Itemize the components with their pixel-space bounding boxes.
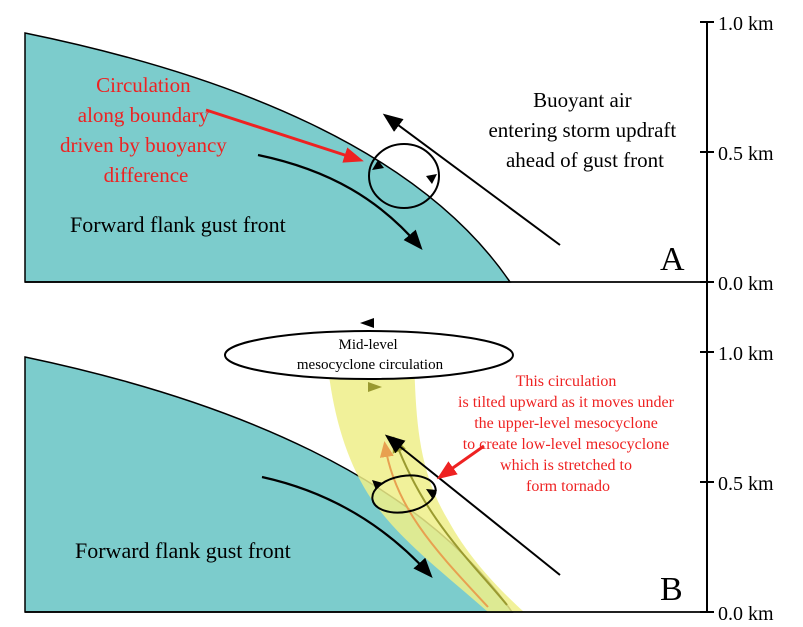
scale-label-a-top: 1.0 km — [718, 13, 774, 35]
mesocyclone-arrowhead-top — [360, 318, 374, 328]
updraft-arrow-orange — [379, 441, 489, 608]
circulation-label-line: along boundary — [78, 103, 210, 127]
low-circulation-arrowhead-left — [372, 480, 383, 490]
panel-b: Mid-level mesocyclone circulation This c… — [24, 318, 700, 613]
scale-label-a-bottom: 0.0 km — [718, 273, 774, 295]
updraft-band — [327, 358, 524, 612]
scale-label-b-bottom: 0.0 km — [718, 603, 774, 625]
buoyant-air-arrow-b — [384, 434, 561, 576]
buoyant-label-line: ahead of gust front — [506, 148, 664, 172]
tilt-label-line: form tornado — [526, 478, 610, 495]
panel-letter-a: A — [660, 241, 685, 278]
red-pointer-arrow-a — [205, 108, 364, 163]
red-pointer-arrow-b — [436, 444, 485, 480]
tilt-label-line: to create low-level mesocyclone — [463, 436, 670, 453]
mesocyclone-label-line: Mid-level — [339, 337, 398, 353]
circulation-label-a: Circulation along boundary driven by buo… — [60, 73, 232, 187]
scale-label-b-mid: 0.5 km — [718, 473, 774, 495]
mesocyclone-label: Mid-level mesocyclone circulation — [297, 337, 444, 373]
low-level-circulation — [371, 474, 437, 514]
scale-label-a-mid: 0.5 km — [718, 143, 774, 165]
height-scale: 1.0 km 0.5 km 0.0 km 1.0 km 0.5 km 0.0 k… — [700, 13, 774, 625]
circulation-label-line: Circulation — [96, 73, 191, 97]
buoyant-air-arrow-a — [382, 113, 561, 246]
buoyant-label-line: entering storm updraft — [488, 118, 676, 142]
tilt-label-line: the upper-level mesocyclone — [474, 415, 658, 432]
circulation-arrowhead-left-a — [372, 160, 384, 170]
updraft-arrow-olive — [392, 436, 508, 606]
gust-front-label-a: Forward flank gust front — [70, 212, 286, 237]
gust-front-flow-arrow-a — [257, 153, 423, 251]
circulation-arrowhead-right-a — [426, 174, 437, 184]
low-circulation-arrowhead-right — [426, 489, 437, 498]
mesocyclone-ellipse — [224, 330, 514, 380]
mesocyclone-arrowhead-bottom — [368, 382, 382, 392]
circulation-label-line: driven by buoyancy — [60, 133, 227, 157]
buoyant-air-label-a: Buoyant air entering storm updraft ahead… — [488, 88, 681, 172]
tilt-label-line: is tilted upward as it moves under — [458, 394, 675, 411]
panel-letter-b: B — [660, 571, 683, 608]
cold-pool-b — [24, 356, 514, 613]
circulation-label-line: difference — [104, 163, 189, 187]
gust-front-label-b: Forward flank gust front — [75, 538, 291, 563]
mesocyclone-label-line: mesocyclone circulation — [297, 357, 444, 373]
scale-label-b-top: 1.0 km — [718, 343, 774, 365]
circulation-circle-a — [368, 143, 440, 209]
tilt-label-line: which is stretched to — [500, 457, 632, 474]
buoyant-label-line: Buoyant air — [533, 88, 632, 112]
gust-front-flow-arrow-b — [261, 475, 433, 578]
tilt-label: This circulation is tilted upward as it … — [458, 373, 678, 495]
tilt-label-line: This circulation — [516, 373, 617, 390]
panel-a: Circulation along boundary driven by buo… — [24, 32, 700, 283]
